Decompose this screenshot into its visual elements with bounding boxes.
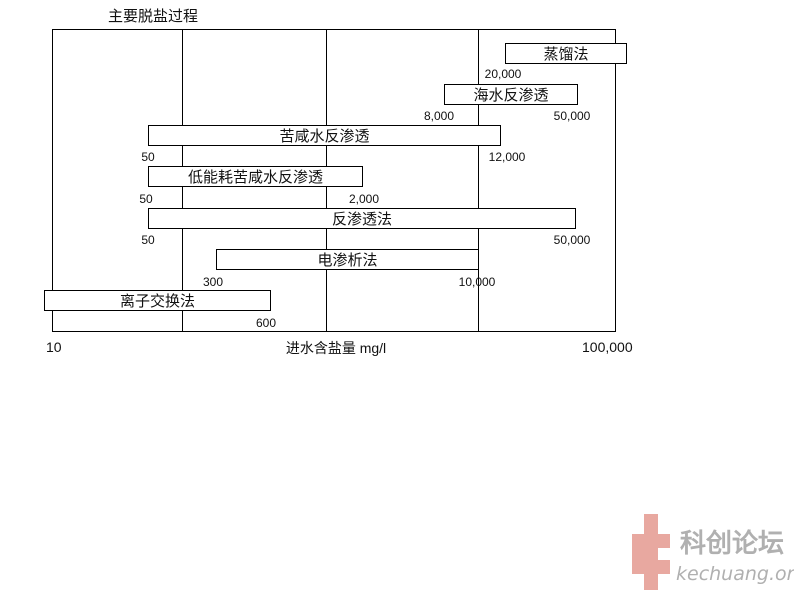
svg-text:科创论坛: 科创论坛 — [680, 529, 784, 559]
watermark-logo: 科创论坛 kechuang.org — [624, 512, 800, 592]
axis-max-label: 100,000 — [582, 339, 633, 355]
bar-ro: 反渗透法 — [148, 208, 576, 229]
bar-distillation-min: 20,000 — [484, 67, 522, 81]
chart-frame — [52, 29, 616, 332]
bar-ion-exchange: 离子交换法 — [44, 290, 271, 311]
bar-low-energy-ro-min: 50 — [139, 192, 153, 206]
bar-ro-min: 50 — [141, 233, 155, 247]
bar-ro-max: 50,000 — [553, 233, 591, 247]
gridline-10000 — [478, 29, 479, 331]
svg-text:kechuang.org: kechuang.org — [676, 563, 794, 585]
axis-min-label: 10 — [46, 339, 62, 355]
bar-electrodialysis-min: 300 — [202, 275, 224, 289]
bar-brackish-ro-max: 12,000 — [488, 150, 526, 164]
kechuang-logo-icon: 科创论坛 kechuang.org — [632, 514, 800, 590]
axis-title: 进水含盐量 mg/l — [285, 340, 387, 356]
bar-low-energy-ro-max: 2,000 — [348, 192, 380, 206]
bar-seawater-ro: 海水反渗透 — [444, 84, 578, 105]
bar-seawater-ro-min: 8,000 — [423, 109, 455, 123]
diagram-title: 主要脱盐过程 — [108, 7, 199, 25]
bar-distillation: 蒸馏法 — [505, 43, 627, 64]
bar-ion-exchange-max: 600 — [255, 316, 277, 330]
bar-brackish-ro-min: 50 — [141, 150, 155, 164]
bar-brackish-ro: 苦咸水反渗透 — [148, 125, 501, 146]
bar-low-energy-ro: 低能耗苦咸水反渗透 — [148, 166, 363, 187]
bar-electrodialysis: 电渗析法 — [216, 249, 479, 270]
bar-electrodialysis-max: 10,000 — [458, 275, 496, 289]
bar-seawater-ro-max: 50,000 — [553, 109, 591, 123]
